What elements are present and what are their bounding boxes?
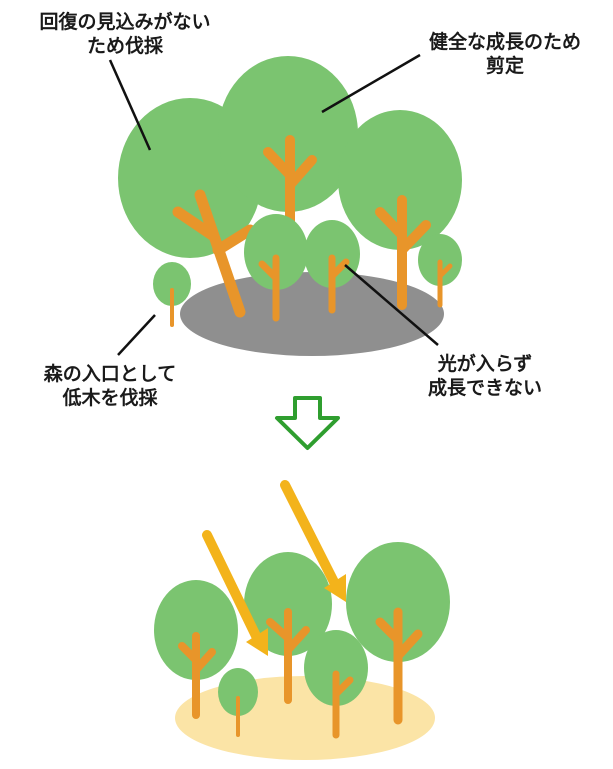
sun-ray-arrow-icon bbox=[202, 530, 268, 656]
tree-icon bbox=[304, 220, 360, 314]
leader-lines bbox=[108, 53, 439, 356]
label-cut-low-trees: 森の入口として 低木を伐採 bbox=[25, 362, 195, 410]
label-prune-healthy: 健全な成長のため 剪定 bbox=[405, 30, 605, 78]
tree-icon bbox=[346, 542, 450, 725]
tree-icon bbox=[418, 234, 462, 308]
tree-icon bbox=[154, 580, 238, 719]
tree-icon bbox=[244, 214, 308, 322]
label-line: 健全な成長のため bbox=[428, 31, 581, 53]
label-line: 光が入らず bbox=[437, 353, 533, 375]
label-line: 成長できない bbox=[427, 377, 542, 399]
tree-icon bbox=[338, 110, 462, 310]
tree-icon bbox=[218, 668, 258, 737]
label-line: ため伐採 bbox=[86, 35, 163, 57]
label-line: 回復の見込みがない bbox=[39, 11, 211, 33]
label-line: 低木を伐採 bbox=[62, 387, 158, 409]
label-line: 剪定 bbox=[485, 55, 524, 77]
label-cut-no-recovery: 回復の見込みがない ため伐採 bbox=[20, 10, 230, 58]
sun-ray-arrow-icon bbox=[280, 480, 346, 602]
after-scene bbox=[154, 480, 450, 760]
down-arrow-icon bbox=[275, 396, 340, 450]
label-no-light: 光が入らず 成長できない bbox=[400, 352, 570, 400]
tree-icon bbox=[304, 630, 368, 739]
tree-icon bbox=[153, 262, 191, 327]
before-scene bbox=[108, 53, 462, 356]
tree-icon bbox=[218, 56, 358, 245]
label-line: 森の入口として bbox=[43, 363, 177, 385]
